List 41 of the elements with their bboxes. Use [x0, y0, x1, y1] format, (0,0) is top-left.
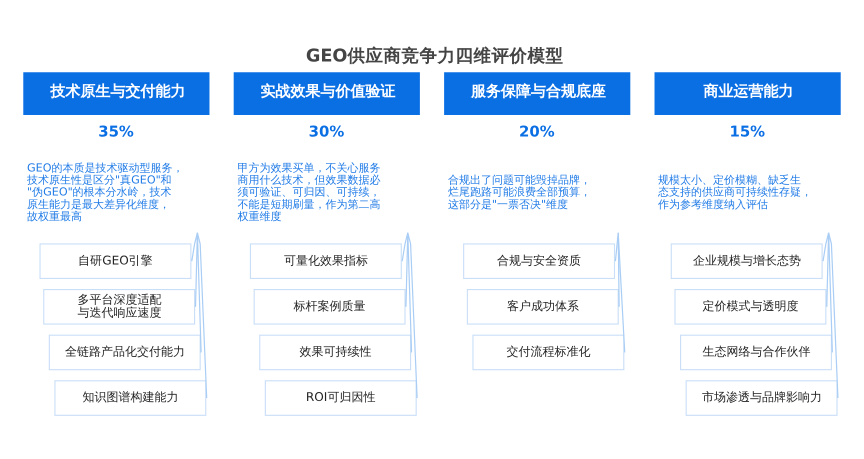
connector — [828, 232, 839, 398]
node-box: 企业规模与增长态势 — [670, 242, 823, 278]
node-box: 可量化效果指标 — [250, 242, 402, 278]
node-label: 合规出了问题可能毁掉品牌，烂尾跑路可能浪费全部预算，这部分是"一票否决"维度 — [448, 173, 591, 210]
node-box: 效果可持续性 — [259, 334, 412, 370]
node-label: 规模太小、定价模糊、缺乏生态支持的供应商可持续性存疑，作为参考维度纳入评估 — [658, 173, 812, 210]
node-box: 知识图谱构建能力 — [54, 380, 206, 416]
connector — [196, 232, 208, 398]
node-box: 合规与安全资质 — [463, 242, 616, 278]
connector — [618, 232, 626, 352]
node-box: ROI可归因性 — [264, 380, 417, 416]
node-label: 35% — [98, 122, 134, 140]
node-box: 服务保障与合规底座 — [444, 72, 630, 115]
connector — [405, 232, 408, 306]
connector — [402, 232, 408, 261]
diagram-title: GEO供应商竞争力四维评价模型 — [306, 46, 564, 66]
connector — [822, 232, 830, 261]
node-box: 实战效果与价值验证 — [234, 72, 420, 115]
node-label: GEO的本质是技术驱动型服务，技术原生性是区分"真GEO"和"伪GEO"的根本分水岭，技术原生能力是最大差异化维度，故权重最高 — [27, 160, 184, 222]
connector — [194, 232, 198, 306]
connector — [191, 232, 198, 261]
node-box: 技术原生与交付能力 — [23, 72, 210, 115]
node-box: 市场渗透与品牌影响力 — [686, 380, 838, 416]
node-box: 交付流程标准化 — [472, 334, 624, 370]
node-label: 15% — [729, 122, 766, 140]
node-box: 生态网络与合作伙伴 — [680, 334, 832, 370]
node-box: 商业运营能力 — [654, 72, 841, 115]
connector — [614, 232, 619, 261]
node-box: 定价模式与透明度 — [674, 288, 826, 324]
node-box: 自研GEO引擎 — [39, 242, 192, 278]
node-label: 20% — [519, 122, 555, 140]
node-box: 客户成功体系 — [466, 288, 619, 324]
connector — [828, 232, 833, 352]
connector — [407, 232, 418, 398]
node-label: 甲方为效果买单，不关心服务商用什么技术，但效果数据必须可验证、可归因、可持续，不能是短期刷量，作为第二高权重维度 — [237, 160, 380, 222]
node-box: 标杆案例质量 — [254, 288, 406, 324]
node-label: 30% — [308, 122, 344, 140]
connector — [407, 232, 412, 352]
node-box: 多平台深度适配与迭代响应速度 — [43, 288, 196, 324]
connector — [196, 232, 202, 352]
node-box: 全链路产品化交付能力 — [48, 334, 201, 370]
